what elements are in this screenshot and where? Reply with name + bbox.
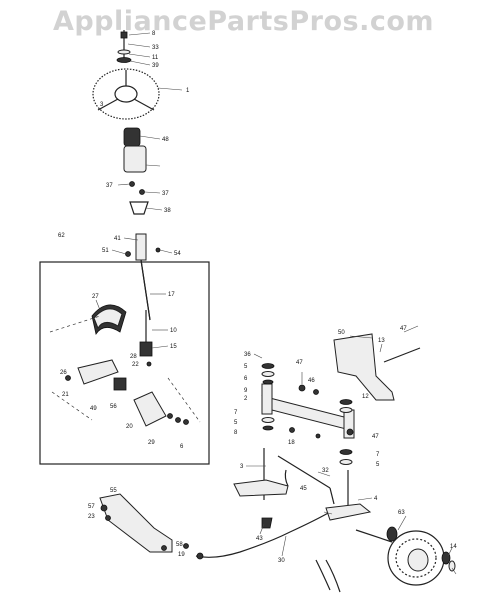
bushing-bracket[interactable]: [129, 201, 149, 215]
top-bolt[interactable]: [120, 31, 128, 39]
callout-36: 36: [244, 352, 251, 358]
callout-37-left: 37: [106, 183, 113, 189]
callout-4: 4: [374, 496, 378, 502]
callout-3-wheel: 3: [100, 102, 104, 108]
callout-62: 62: [58, 233, 65, 239]
callout-19: 19: [178, 552, 185, 558]
callout-22: 22: [132, 362, 139, 368]
sector-gear-box: [39, 261, 210, 465]
callout-13: 13: [378, 338, 385, 344]
leader-lines: [95, 32, 457, 575]
callout-32: 32: [322, 468, 329, 474]
callout-43: 43: [256, 536, 263, 542]
callout-41: 41: [114, 236, 121, 242]
callout-51: 51: [102, 248, 109, 254]
front-axle[interactable]: [261, 395, 351, 431]
bushing-block[interactable]: [113, 377, 127, 391]
steering-shaft-assembly[interactable]: [125, 233, 161, 321]
right-wheel-assembly[interactable]: [315, 470, 456, 593]
pitman-arm[interactable]: [99, 493, 173, 553]
steering-wheel[interactable]: [92, 68, 160, 120]
right-steering-arm[interactable]: [325, 503, 372, 521]
washer[interactable]: [117, 49, 131, 55]
wheel-rim[interactable]: [407, 548, 429, 572]
left-steering-arm[interactable]: [233, 479, 289, 497]
callout-20: 20: [126, 424, 133, 430]
callout-63: 63: [398, 510, 405, 516]
callout-10: 10: [170, 328, 177, 334]
callout-5-b: 5: [234, 420, 238, 426]
callout-2: 2: [244, 396, 248, 402]
callout-7-a: 7: [234, 410, 238, 416]
callout-8-axle: 8: [234, 430, 238, 436]
plate-bracket[interactable]: [133, 391, 167, 427]
callout-8-top: 8: [152, 31, 156, 37]
callout-7-b: 7: [376, 452, 380, 458]
callout-47-c: 47: [372, 434, 379, 440]
callout-6-axle: 6: [244, 376, 248, 382]
sector-gear-assembly[interactable]: [49, 304, 201, 427]
callout-9: 9: [244, 388, 248, 394]
watermark-text: AppliancePartsPros.com: [52, 6, 435, 37]
callout-23: 23: [88, 514, 95, 520]
callout-12: 12: [362, 394, 369, 400]
callout-28: 28: [130, 354, 137, 360]
callout-50: 50: [338, 330, 345, 336]
callout-17: 17: [168, 292, 175, 298]
callout-54: 54: [174, 251, 181, 257]
callout-3: 3: [240, 464, 244, 470]
callout-5-a: 5: [244, 364, 248, 370]
callout-labels: 8 33 11 39 1 3 48 37 37 38 62 41 54 51 1…: [58, 31, 457, 564]
callout-47-a: 47: [296, 360, 303, 366]
drag-link[interactable]: [183, 511, 331, 560]
steering-column-sleeve[interactable]: [123, 145, 147, 173]
callout-48: 48: [162, 137, 169, 143]
callout-55: 55: [110, 488, 117, 494]
callout-18: 18: [288, 440, 295, 446]
pinion-gear[interactable]: [139, 341, 153, 357]
callout-39: 39: [152, 63, 159, 69]
mounting-bracket[interactable]: [77, 359, 119, 385]
shaft-bushing[interactable]: [135, 233, 147, 261]
steering-adapter[interactable]: [123, 127, 141, 147]
callout-47-b: 47: [400, 326, 407, 332]
callout-21: 21: [62, 392, 69, 398]
callout-15: 15: [170, 344, 177, 350]
pitman-arm-bracket[interactable]: [99, 493, 173, 553]
front-axle-assembly[interactable]: [261, 333, 421, 465]
callout-45: 45: [300, 486, 307, 492]
left-spindle-assembly[interactable]: [233, 448, 335, 529]
callout-5-c: 5: [376, 462, 380, 468]
callout-27: 27: [92, 294, 99, 300]
callout-46: 46: [308, 378, 315, 384]
callout-29: 29: [148, 440, 155, 446]
callout-57: 57: [88, 504, 95, 510]
steering-wheel-assembly[interactable]: [92, 30, 160, 215]
callout-1: 1: [186, 88, 190, 94]
callout-33: 33: [152, 45, 159, 51]
callout-37-right: 37: [162, 191, 169, 197]
callout-26: 26: [60, 370, 67, 376]
callout-6-box: 6: [180, 444, 184, 450]
axle-mount-bracket[interactable]: [333, 333, 395, 401]
cap-nut[interactable]: [116, 57, 132, 63]
callout-38: 38: [164, 208, 171, 214]
callout-14: 14: [450, 544, 457, 550]
callout-49: 49: [90, 406, 97, 412]
callout-30: 30: [278, 558, 285, 564]
callout-58: 58: [176, 542, 183, 548]
left-spindle-bushing[interactable]: [261, 383, 273, 415]
callout-56: 56: [110, 404, 117, 410]
callout-11: 11: [152, 55, 159, 61]
